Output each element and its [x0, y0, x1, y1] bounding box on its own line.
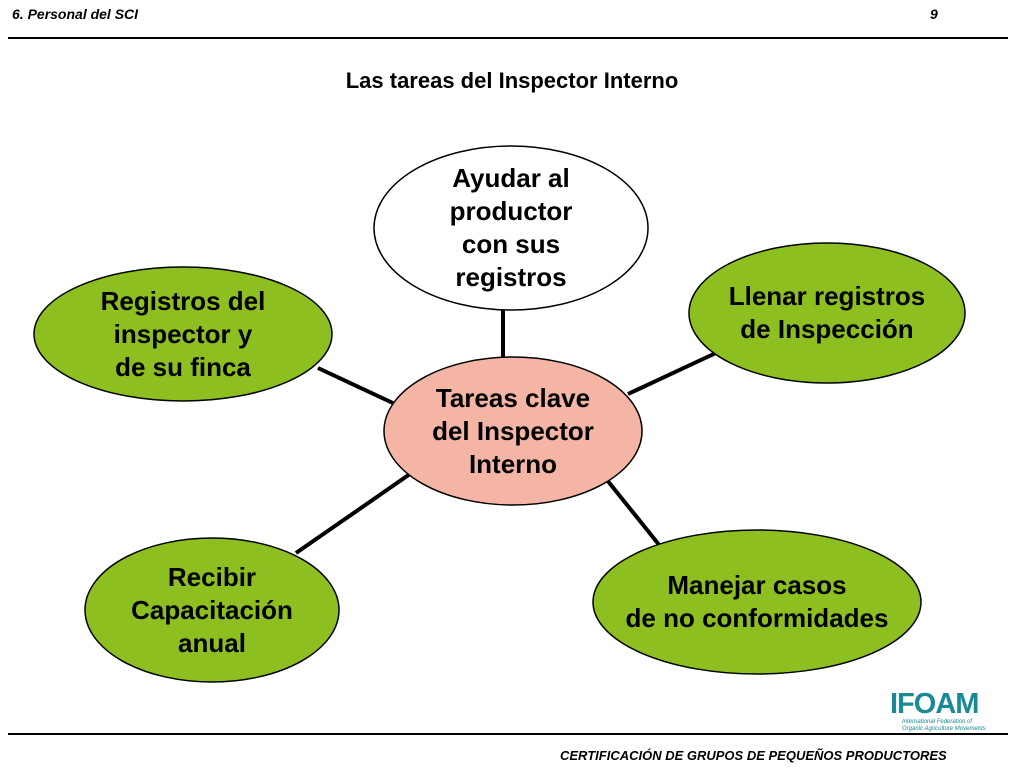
connector-manejar	[605, 478, 662, 548]
connector-llenar	[627, 350, 719, 396]
connector-recibir	[294, 472, 412, 555]
footer-text: CERTIFICACIÓN DE GRUPOS DE PEQUEÑOS PROD…	[560, 748, 947, 763]
logo-subtext: International Federation of Organic Agri…	[902, 719, 986, 732]
section-header: 6. Personal del SCI	[12, 6, 139, 22]
node-ayudar-shape	[373, 145, 649, 311]
node-ayudar-label: Ayudar al productor con sus registros	[449, 163, 573, 292]
center-node-label: Tareas clave del Inspector Interno	[432, 382, 594, 479]
page-number: 9	[930, 6, 938, 22]
node-recibir-shape	[84, 537, 340, 683]
top-rule	[8, 37, 1008, 39]
page-title: Las tareas del Inspector Interno	[345, 68, 679, 93]
node-registros-shape	[33, 266, 333, 402]
node-llenar-shape	[688, 242, 966, 384]
node-manejar-label: Manejar casos de no conformidades	[625, 570, 889, 633]
node-manejar-shape	[592, 529, 922, 675]
node-recibir-label: Recibir Capacitación anual	[131, 561, 293, 658]
bottom-rule	[8, 733, 1008, 735]
center-node-shape	[383, 356, 643, 506]
connector-registros	[317, 366, 396, 406]
ifoam-logo: IFOAM International Federation of Organi…	[890, 688, 990, 733]
logo-wordmark: IFOAM	[890, 688, 979, 720]
node-llenar-label: Llenar registros de Inspección	[728, 281, 926, 344]
node-registros-label: Registros del inspector y de su finca	[100, 285, 266, 382]
